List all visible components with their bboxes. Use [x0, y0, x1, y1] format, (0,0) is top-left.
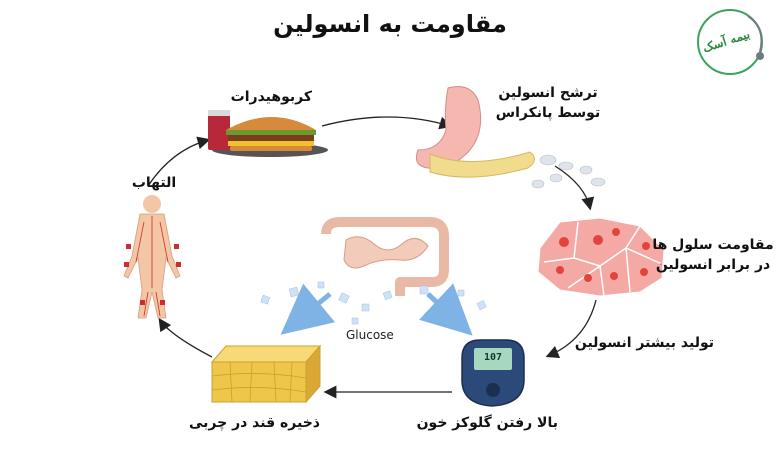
glucose-label: Glucose [346, 328, 394, 342]
label-inflammation: التهاب [131, 175, 177, 191]
cycle-arrows [147, 116, 597, 399]
glucose-meter-icon [461, 339, 525, 407]
label-resistance-2: در برابر انسولین [655, 257, 771, 273]
label-more-insulin: تولید بیشتر انسولین [574, 335, 714, 351]
cells-icon [537, 217, 665, 297]
arrow-carbs-to-pancreas [321, 116, 453, 130]
page-title: مقاومت به انسولین [273, 10, 507, 38]
arrow-cells-to-meter [545, 299, 597, 358]
arrow-fat-to-body [158, 317, 213, 358]
arrow-body-to-carbs [147, 136, 211, 187]
label-pancreas-1: ترشح انسولین [498, 85, 598, 101]
label-carbs: کربوهیدرات [230, 89, 312, 105]
label-resistance-1: مقاومت سلول ها [652, 237, 774, 253]
human-body-icon [123, 195, 181, 319]
label-glucose-up: بالا رفتن گلوکز خون [416, 415, 558, 431]
pancreas-icon [415, 86, 606, 189]
label-fat-storage: ذخیره قند در چربی [188, 415, 320, 431]
logo-icon [697, 9, 764, 75]
meter-reading: 107 [483, 352, 503, 363]
arrow-pancreas-to-cells [554, 165, 595, 211]
glucose-arrow-left [280, 283, 336, 335]
glucose-arrow-right [419, 283, 473, 336]
fat-tissue-icon [210, 344, 322, 404]
glucose-flow-arrows [280, 283, 473, 336]
burger-icon [208, 110, 328, 157]
intestines-icon [321, 217, 449, 296]
label-pancreas-2: توسط پانکراس [495, 105, 601, 121]
